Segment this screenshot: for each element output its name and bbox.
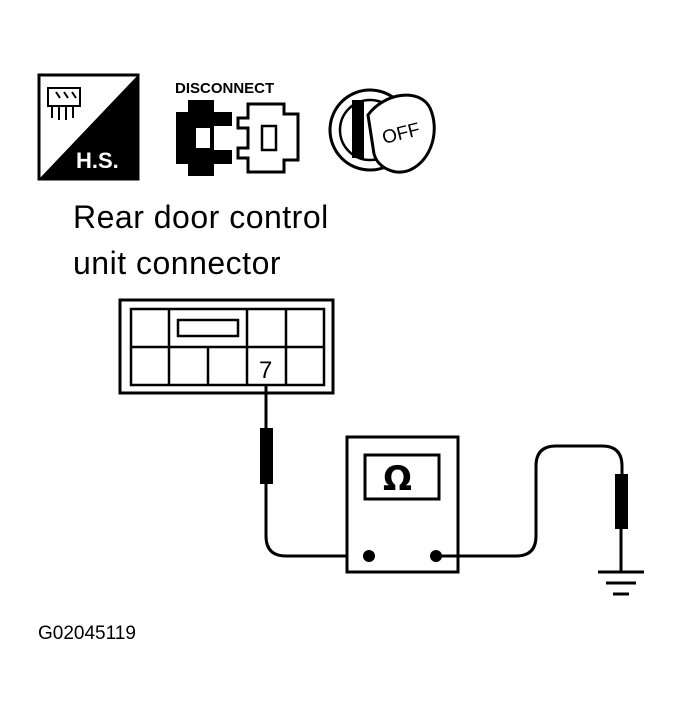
connector xyxy=(118,298,335,395)
harness-side-icon: H.S. xyxy=(37,73,140,181)
connector-title-line2: unit connector xyxy=(73,245,281,281)
hs-label: H.S. xyxy=(76,148,119,173)
ground-symbol xyxy=(598,570,644,596)
figure-id: G02045119 xyxy=(38,623,136,644)
ohm-symbol: Ω xyxy=(383,459,412,499)
ignition-off-icon: OFF xyxy=(328,88,436,174)
probe-left xyxy=(260,384,273,484)
meter-terminal-left xyxy=(363,550,375,562)
wire-left xyxy=(264,484,369,558)
pin-label: 7 xyxy=(259,357,272,384)
disconnect-icon: DISCONNECT xyxy=(175,80,300,176)
connector-title-line1: Rear door control xyxy=(73,199,329,235)
wire-right xyxy=(436,444,624,558)
disconnect-label: DISCONNECT xyxy=(175,80,274,97)
probe-right xyxy=(615,474,628,572)
ohmmeter: Ω xyxy=(345,435,460,574)
